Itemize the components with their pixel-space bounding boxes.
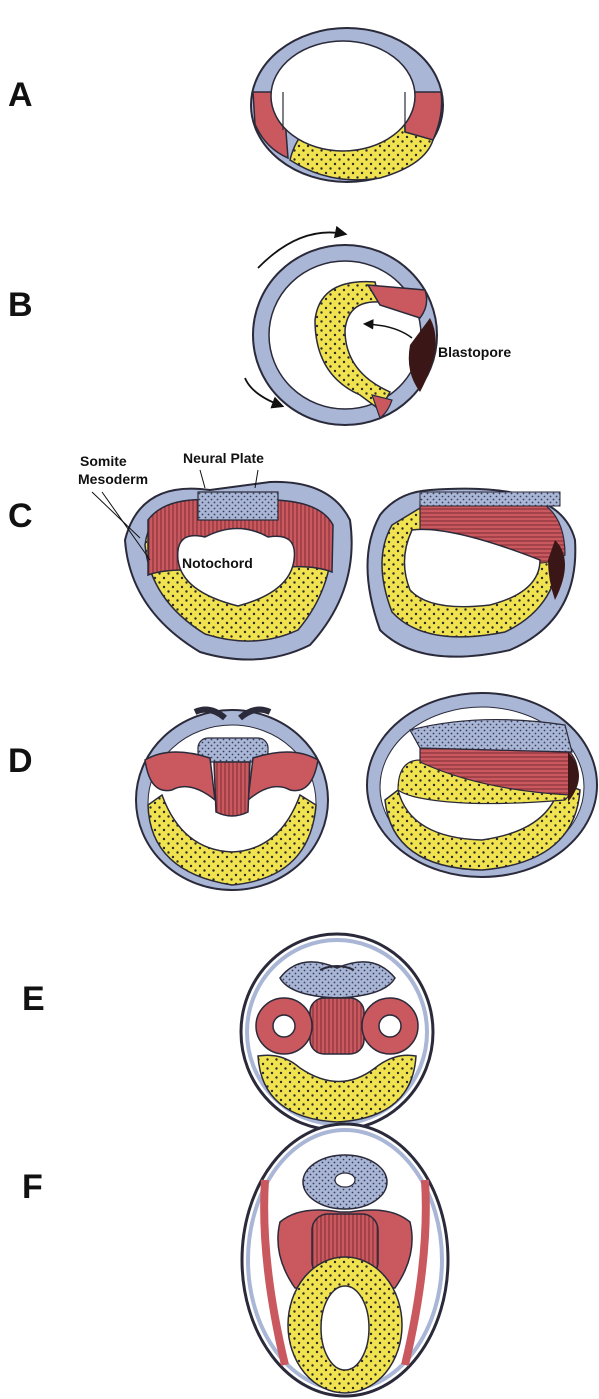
stage-label-a: A: [8, 76, 33, 114]
stage-d-sagittal: [367, 693, 597, 877]
blastopore-label: Blastopore: [438, 344, 511, 360]
stage-a-blastula: [251, 28, 443, 182]
stage-e-cross-section: [241, 934, 433, 1130]
somite-label-line1: Somite: [80, 453, 127, 469]
stage-label-d: D: [8, 742, 33, 780]
neural-plate-label: Neural Plate: [183, 450, 264, 466]
stage-c-cross-section: Somite Mesoderm Neural Plate Notochord: [78, 450, 352, 660]
stage-label-f: F: [22, 1168, 43, 1206]
stage-d-cross-section: [136, 710, 328, 890]
stage-label-c: C: [8, 497, 33, 535]
stage-label-e: E: [22, 980, 45, 1018]
stage-c-sagittal: [368, 489, 576, 657]
stage-f-cross-section: [242, 1124, 448, 1396]
notochord-label: Notochord: [182, 555, 253, 571]
somite-label-line2: Mesoderm: [78, 471, 148, 487]
stage-b-gastrula: Blastopore: [245, 232, 511, 425]
stage-label-b: B: [8, 286, 33, 324]
